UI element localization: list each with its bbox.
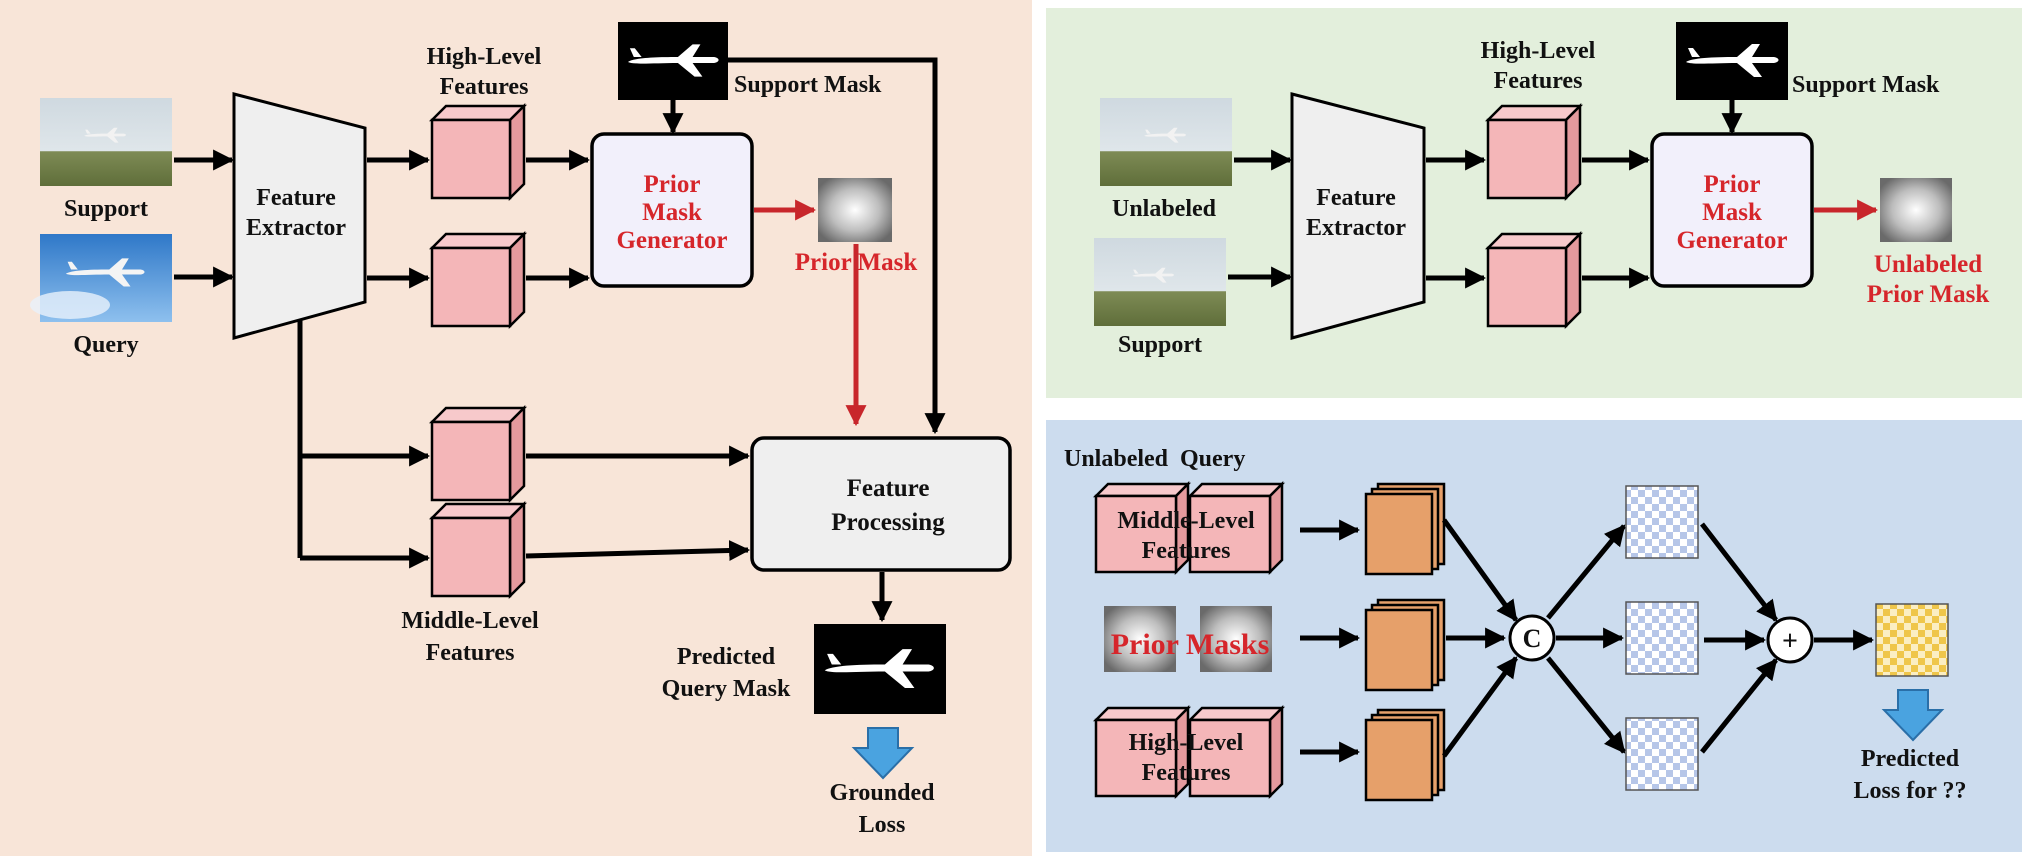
high-level-cube-2-bottom (1484, 230, 1584, 330)
arrow-support-mask-to-processing (728, 57, 946, 435)
feature-extractor (232, 92, 367, 340)
arrow-concat-to-map1 (1546, 524, 1626, 620)
prior-mask-image (818, 178, 892, 242)
unlabeled-prior-mask-image (1880, 178, 1952, 242)
middle-level-cube-top (428, 404, 528, 504)
arrow-map1-to-add (1700, 522, 1778, 622)
feature-processing-line1: Feature (847, 475, 930, 502)
high-level-label-2-line1: High-Level (1481, 38, 1596, 64)
predicted-query-mask-line2: Query Mask (662, 676, 791, 702)
prior-mask-generator-2-line1: Prior (1704, 171, 1761, 198)
high-level-label-2-line2: Features (1494, 68, 1583, 94)
unlabeled-query-label: Unlabeled Query (1064, 446, 1245, 472)
prior-mask-generator-line3: Generator (616, 227, 727, 254)
prior-masks-label: Prior Masks (1111, 628, 1270, 661)
arrow-middle-bottom-to-processing (525, 540, 751, 562)
middle-level-cube-bottom (428, 500, 528, 600)
unlabeled-label: Unlabeled (1112, 196, 1217, 222)
high-level-label-line2: Features (440, 74, 529, 100)
orange-block-stack-3 (1364, 708, 1446, 802)
feature-processing (750, 436, 1012, 572)
high-level-label-3-line1: High-Level (1129, 730, 1244, 756)
feature-extractor-line1: Feature (256, 185, 336, 211)
grounded-loss-line2: Loss (859, 812, 906, 838)
feature-processing-line2: Processing (831, 509, 945, 536)
support-image-2 (1094, 238, 1226, 326)
unlabeled-prior-mask-line1: Unlabeled (1874, 251, 1982, 278)
middle-level-label-2-line1: Middle-Level (1117, 508, 1255, 534)
support-mask-image-2 (1676, 22, 1788, 100)
add-symbol: + (1782, 626, 1798, 657)
arrow-concat-to-map3 (1546, 656, 1626, 754)
checkerboard-map-3 (1625, 717, 1699, 791)
feature-extractor-2 (1290, 92, 1426, 340)
middle-level-label-line2: Features (426, 640, 515, 666)
query-image (30, 234, 172, 322)
orange-block-stack-2 (1364, 598, 1446, 692)
high-level-label-line1: High-Level (427, 44, 542, 70)
query-label: Query (73, 332, 138, 358)
predicted-loss-line1: Predicted (1861, 746, 1960, 772)
high-level-label-3-line2: Features (1142, 760, 1231, 786)
prior-mask-generator-line2: Mask (642, 199, 702, 226)
high-level-cube-2-top (1484, 102, 1584, 202)
prior-mask-small-1 (1104, 606, 1176, 672)
prior-mask-generator-line1: Prior (644, 171, 701, 198)
predicted-query-mask-image (814, 624, 946, 714)
middle-level-label-line1: Middle-Level (401, 608, 539, 634)
unlabeled-image (1100, 98, 1232, 186)
checkerboard-map-2 (1625, 601, 1699, 675)
checkerboard-map-1 (1625, 485, 1699, 559)
support-mask-image (618, 22, 728, 100)
middle-level-double-cube (1092, 480, 1286, 576)
prior-mask-small-2 (1200, 606, 1272, 672)
support-image (40, 98, 172, 186)
arrow-map3-to-add (1700, 658, 1778, 754)
high-level-cube-top (428, 102, 528, 202)
down-arrow-icon-grounded (851, 727, 915, 780)
feature-extractor-2-line2: Extractor (1306, 215, 1406, 241)
support-label-2: Support (1118, 332, 1202, 358)
prior-mask-generator-2 (1650, 132, 1814, 288)
support-mask-label-2: Support Mask (1792, 72, 1940, 98)
concat-symbol: C (1523, 624, 1542, 653)
support-label: Support (64, 196, 148, 222)
unlabeled-prior-mask-line2: Prior Mask (1867, 281, 1990, 308)
predicted-query-mask-line1: Predicted (677, 644, 776, 670)
prior-mask-generator-2-line2: Mask (1702, 199, 1762, 226)
prior-mask-generator-2-line3: Generator (1676, 227, 1787, 254)
predicted-loss-line2: Loss for ?? (1854, 778, 1967, 804)
middle-level-label-2-line2: Features (1142, 538, 1231, 564)
feature-extractor-line2: Extractor (246, 215, 346, 241)
output-checkerboard-map (1875, 603, 1949, 677)
arrow-block3-to-concat (1441, 656, 1519, 758)
high-level-double-cube (1092, 704, 1286, 800)
support-mask-label: Support Mask (734, 72, 882, 98)
feature-extractor-2-line1: Feature (1316, 185, 1396, 211)
add-circle-plus (1766, 616, 1814, 664)
down-arrow-icon-predicted (1881, 689, 1945, 742)
high-level-cube-bottom (428, 230, 528, 330)
concat-circle-c (1508, 614, 1556, 662)
orange-block-stack-1 (1364, 482, 1446, 576)
prior-mask-generator (590, 132, 754, 288)
arrow-block1-to-concat (1441, 518, 1519, 622)
grounded-loss-line1: Grounded (830, 780, 936, 806)
